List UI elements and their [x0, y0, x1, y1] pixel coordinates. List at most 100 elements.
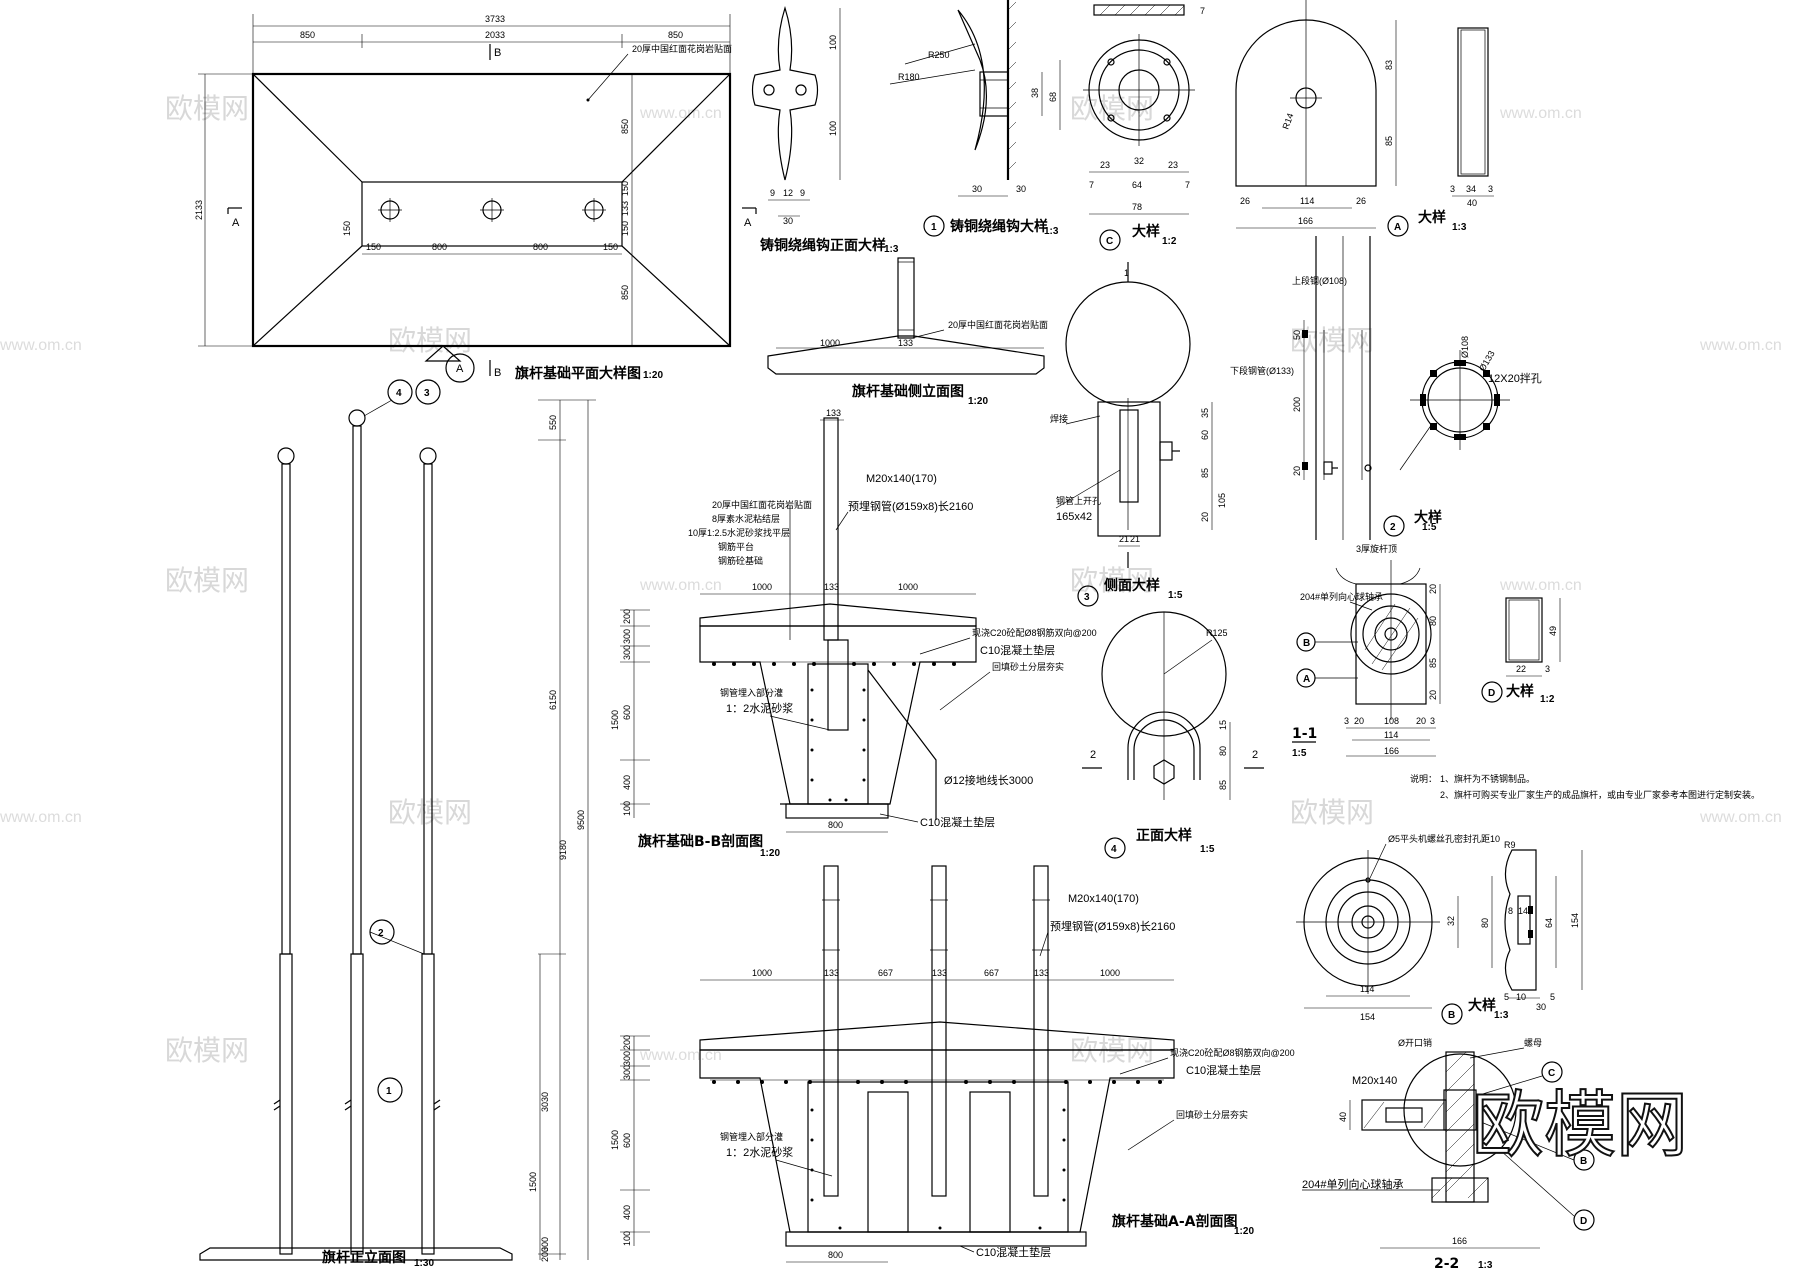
watermark-url: www.om.cn [1499, 105, 1582, 122]
svg-text:850: 850 [668, 30, 683, 40]
svg-text:300: 300 [622, 629, 632, 644]
watermarks: 欧模网 欧模网 欧模网 欧模网 欧模网 欧模网 欧模网 欧模网 欧模网 欧模网 … [0, 92, 1782, 1067]
svg-text:现浇C20砼配Ø8钢筋双向@200: 现浇C20砼配Ø8钢筋双向@200 [972, 627, 1097, 638]
svg-text:20: 20 [1416, 716, 1426, 726]
svg-text:800: 800 [432, 242, 447, 252]
svg-text:9500: 9500 [576, 810, 586, 830]
notes: 说明： 1、旗杆为不锈钢制品。 2、旗杆可购买专业厂家生产的成品旗杆，或由专业厂… [1410, 773, 1760, 800]
svg-text:9: 9 [770, 188, 775, 198]
detail-b-title: 大样 [1468, 997, 1496, 1014]
svg-text:200: 200 [540, 1247, 550, 1262]
svg-text:850: 850 [620, 285, 630, 300]
svg-text:1: 1 [386, 1086, 392, 1097]
svg-text:1000: 1000 [1100, 968, 1120, 978]
svg-text:23: 23 [1168, 160, 1178, 170]
watermark-url: www.om.cn [639, 577, 722, 594]
hook-detail-title: 铸铜绕绳钩大样 [950, 218, 1048, 235]
svg-text:1：2水泥砂浆: 1：2水泥砂浆 [726, 701, 793, 715]
svg-text:30: 30 [972, 184, 982, 194]
watermark: 欧模网 [165, 92, 249, 125]
svg-text:20: 20 [1292, 466, 1302, 476]
watermark: 欧模网 [165, 564, 249, 597]
svg-text:Ø5平头机螺丝孔密封孔距10: Ø5平头机螺丝孔密封孔距10 [1388, 833, 1500, 844]
svg-text:38: 38 [1030, 88, 1040, 98]
svg-text:550: 550 [548, 415, 558, 430]
detail-c: 7 23 32 23 7 64 7 78 C 大样 1:2 [1083, 4, 1205, 251]
side-detail-title: 侧面大样 [1104, 577, 1160, 594]
side-elevation: 1000 133 20厚中国红面花岗岩贴面 旗杆基础侧立面图 1:20 [767, 257, 1048, 407]
svg-text:50: 50 [1292, 330, 1302, 340]
svg-text:5: 5 [1504, 992, 1509, 1002]
svg-text:2133: 2133 [194, 200, 204, 220]
svg-text:800: 800 [828, 820, 843, 830]
svg-text:2、旗杆可购买专业厂家生产的成品旗杆，或由专业厂家参考本图进: 2、旗杆可购买专业厂家生产的成品旗杆，或由专业厂家参考本图进行定制安装。 [1440, 789, 1760, 800]
section-b-b-title: 旗杆基础B-B剖面图 [638, 833, 763, 850]
svg-text:1500: 1500 [610, 710, 620, 730]
section-2-2-title: 2-2 [1434, 1256, 1459, 1272]
svg-text:30: 30 [783, 216, 793, 226]
svg-text:40: 40 [1338, 1112, 1348, 1122]
svg-text:M20x140(170): M20x140(170) [866, 473, 937, 485]
svg-text:166: 166 [1298, 216, 1313, 226]
section-2-2: Ø开口销 螺母 M20x140 40 204#单列向心球轴承 C B D 166… [1302, 1037, 1689, 1272]
svg-text:1:5: 1:5 [1422, 522, 1437, 533]
svg-text:35: 35 [1200, 408, 1210, 418]
svg-text:1000: 1000 [752, 968, 772, 978]
svg-text:78: 78 [1132, 202, 1142, 212]
svg-text:钢管埋入部分灌: 钢管埋入部分灌 [720, 1131, 783, 1142]
svg-text:114: 114 [1300, 196, 1314, 206]
svg-text:C: C [1106, 236, 1113, 247]
svg-text:B: B [494, 47, 501, 59]
svg-text:21: 21 [1119, 534, 1129, 544]
watermark: 欧模网 [388, 796, 472, 829]
svg-text:12: 12 [783, 188, 793, 198]
svg-text:预埋钢管(Ø159x8)长2160: 预埋钢管(Ø159x8)长2160 [1050, 919, 1175, 933]
svg-text:133: 133 [620, 201, 630, 216]
svg-text:10厚1:2.5水泥砂浆找平层: 10厚1:2.5水泥砂浆找平层 [688, 527, 790, 538]
svg-text:85: 85 [1384, 136, 1394, 146]
detail-a-title: 大样 [1418, 209, 1446, 226]
svg-text:83: 83 [1384, 60, 1394, 70]
svg-text:300: 300 [622, 1065, 632, 1080]
svg-text:B: B [1448, 1010, 1455, 1021]
svg-text:C10混凝土垫层: C10混凝土垫层 [1186, 1063, 1261, 1077]
watermark: 欧模网 [1290, 796, 1374, 829]
svg-text:300: 300 [540, 1237, 550, 1252]
svg-text:现浇C20砼配Ø8钢筋双向@200: 现浇C20砼配Ø8钢筋双向@200 [1170, 1047, 1295, 1058]
svg-text:1500: 1500 [610, 1130, 620, 1150]
svg-text:1:5: 1:5 [1168, 590, 1183, 601]
svg-text:1000: 1000 [898, 582, 918, 592]
svg-text:1:20: 1:20 [968, 396, 988, 407]
svg-text:20: 20 [1354, 716, 1364, 726]
svg-text:1000: 1000 [752, 582, 772, 592]
svg-text:200: 200 [1292, 397, 1302, 412]
watermark-url: www.om.cn [1699, 809, 1782, 826]
svg-text:1:30: 1:30 [414, 1258, 434, 1269]
section-a-a: M20x140(170) 预埋钢管(Ø159x8)长2160 1000 133 … [610, 865, 1295, 1263]
svg-text:C10混凝土垫层: C10混凝土垫层 [920, 815, 995, 829]
svg-text:7: 7 [1089, 180, 1094, 190]
svg-text:64: 64 [1132, 180, 1142, 190]
svg-text:22: 22 [1516, 664, 1526, 674]
svg-text:回填砂土分层夯实: 回填砂土分层夯实 [992, 661, 1064, 672]
svg-text:3: 3 [424, 388, 430, 399]
svg-text:A: A [232, 217, 240, 229]
svg-text:133: 133 [932, 968, 947, 978]
svg-text:133: 133 [1034, 968, 1049, 978]
svg-text:114: 114 [1360, 984, 1374, 994]
svg-text:3: 3 [1084, 592, 1090, 603]
svg-text:3: 3 [1344, 716, 1349, 726]
svg-text:60: 60 [1200, 430, 1210, 440]
hook-side-detail: R250 R180 38 68 30 30 1 铸铜绕绳钩大样 1:3 [889, 0, 1061, 237]
watermark-url: www.om.cn [0, 809, 82, 826]
svg-text:A: A [1303, 674, 1310, 685]
detail-a: R14 83 85 114 26 26 166 3 34 3 40 A 大样 1… [1235, 0, 1494, 237]
svg-text:850: 850 [300, 30, 315, 40]
svg-text:2: 2 [1390, 522, 1396, 533]
svg-text:C10混凝土垫层: C10混凝土垫层 [980, 643, 1055, 657]
svg-text:166: 166 [1384, 746, 1399, 756]
svg-text:9180: 9180 [558, 840, 568, 860]
svg-text:30: 30 [1536, 1002, 1546, 1012]
svg-text:150: 150 [620, 221, 630, 236]
